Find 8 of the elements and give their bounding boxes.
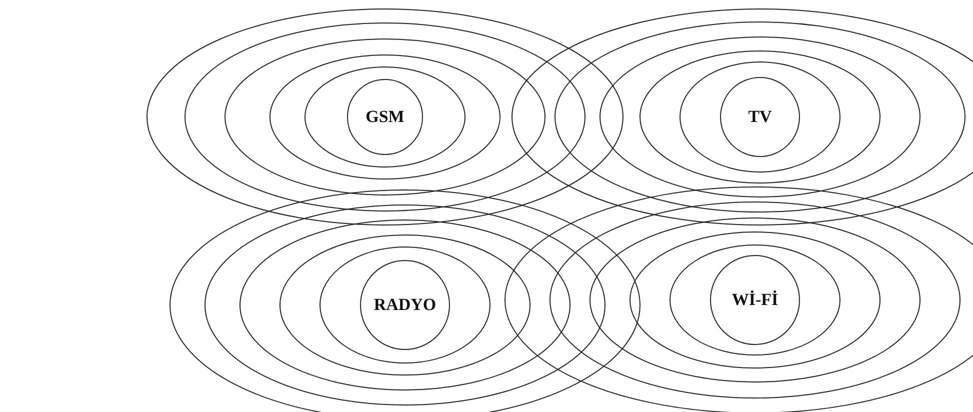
source-circle <box>710 255 800 345</box>
source-label: GSM <box>366 107 404 127</box>
source-label: RADYO <box>374 295 436 315</box>
source-circle <box>360 260 450 350</box>
source-circle <box>347 79 423 155</box>
source-label: Wİ-Fİ <box>732 290 778 310</box>
source-circle <box>720 77 800 157</box>
source-label: TV <box>748 107 772 127</box>
